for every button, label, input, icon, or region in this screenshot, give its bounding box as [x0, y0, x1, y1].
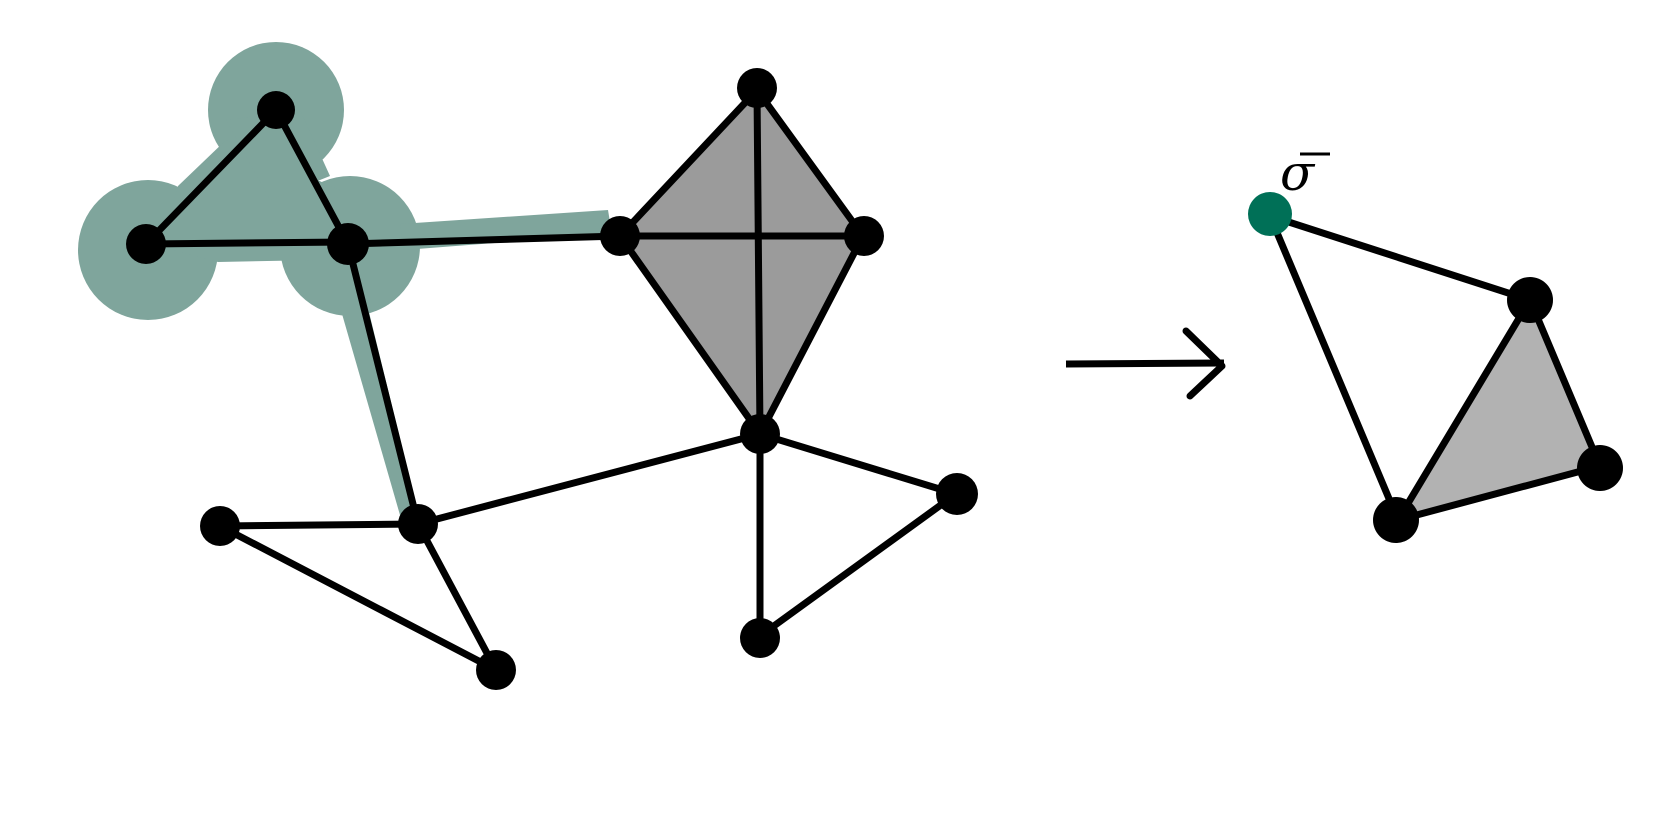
edge	[1266, 212, 1402, 524]
sigma-vertex	[1248, 192, 1292, 236]
left-vertices	[126, 68, 978, 690]
edge	[616, 86, 761, 240]
vertex	[476, 650, 516, 690]
vertex	[740, 414, 780, 454]
filled-face-kite	[620, 90, 863, 434]
edge	[216, 520, 422, 530]
edge	[1526, 296, 1604, 470]
edge	[616, 232, 764, 438]
vertex	[936, 473, 978, 515]
right-edges	[1266, 212, 1604, 524]
vertex	[200, 506, 240, 546]
edge	[272, 106, 352, 248]
vertex	[327, 223, 369, 265]
edge	[414, 520, 500, 674]
left-complex	[78, 42, 978, 690]
edge	[414, 430, 764, 528]
arrow-shaft	[1065, 359, 1225, 368]
vertex	[1507, 277, 1553, 323]
vertex	[740, 618, 780, 658]
edge	[1394, 296, 1534, 524]
left-edges	[142, 86, 960, 674]
highlight-region	[78, 42, 612, 522]
vertex	[844, 216, 884, 256]
edge	[1394, 462, 1604, 524]
edge	[756, 490, 960, 640]
edge	[344, 240, 422, 528]
right-vertices	[1248, 192, 1623, 543]
edge	[142, 106, 280, 248]
vertex	[257, 91, 295, 129]
vertex	[737, 68, 777, 108]
right-arrow-icon	[1065, 327, 1226, 400]
vertex	[600, 216, 640, 256]
edge	[216, 522, 500, 674]
vertex	[126, 224, 166, 264]
edge	[1266, 212, 1534, 304]
edge	[753, 86, 867, 240]
filled-face-triangle	[1398, 300, 1600, 520]
right-complex: σ	[1248, 144, 1623, 543]
edge	[142, 238, 352, 248]
highlight-band-edge-down	[338, 300, 420, 522]
edge	[344, 232, 624, 248]
vertex	[398, 504, 438, 544]
edge	[756, 232, 867, 438]
edge	[753, 86, 764, 438]
edge	[756, 430, 960, 498]
arrow-head	[1182, 327, 1226, 400]
vertex	[1373, 497, 1419, 543]
vertex	[1577, 445, 1623, 491]
